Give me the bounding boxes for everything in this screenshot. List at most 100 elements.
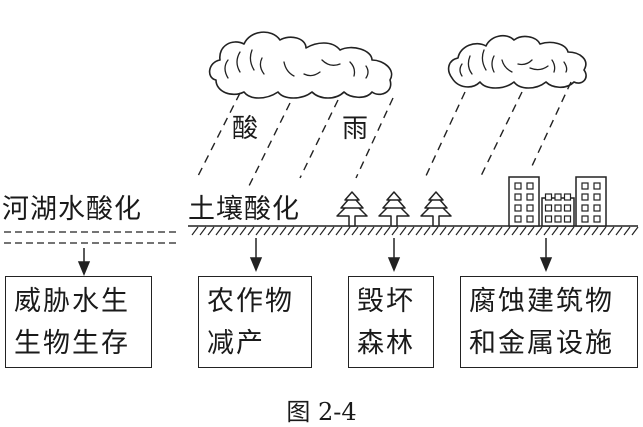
building-window	[593, 215, 601, 223]
ground-hatch-mark	[359, 226, 367, 236]
cloud-icon-right	[447, 34, 587, 89]
building-window	[526, 215, 534, 223]
ground-hatch-mark	[271, 226, 279, 236]
ground-hatch-mark	[383, 226, 391, 236]
effect-line: 和金属设施	[469, 328, 614, 359]
tree-icon	[420, 191, 452, 227]
ground-hatch-mark	[367, 226, 375, 236]
building-window	[563, 215, 572, 223]
ground-hatch-mark	[615, 226, 623, 236]
effect-box-forest-damage: 毁坏 森林	[348, 276, 434, 368]
building-window	[593, 182, 601, 190]
ground-hatch-mark	[583, 226, 591, 236]
ground-hatch-mark	[231, 226, 239, 236]
effect-box-crop-yield: 农作物 减产	[198, 276, 312, 368]
ground-hatch-mark	[303, 226, 311, 236]
ground-hatch-mark	[375, 226, 383, 236]
effect-box-corrosion: 腐蚀建筑物 和金属设施	[460, 276, 638, 368]
ground-hatch-mark	[207, 226, 215, 236]
ground-hatch-mark	[399, 226, 407, 236]
ground-hatch-mark	[503, 226, 511, 236]
building-window	[544, 215, 553, 223]
ground-hatch-mark	[543, 226, 551, 236]
building-window	[526, 204, 534, 212]
ground-hatch-mark	[511, 226, 519, 236]
ground-hatch-mark	[463, 226, 471, 236]
effect-line: 生物生存	[14, 328, 130, 359]
effect-line: 毁坏	[357, 286, 415, 317]
ground-hatch-mark	[311, 226, 319, 236]
ground-hatch-mark	[631, 226, 639, 236]
ground-hatch-mark	[191, 226, 199, 236]
ground-hatch-mark	[527, 226, 535, 236]
building-window	[514, 215, 522, 223]
building-window	[563, 204, 572, 212]
effect-box-aquatic-life: 威胁水生 生物生存	[5, 276, 152, 368]
figure-caption: 图 2-4	[286, 398, 357, 426]
building-window	[593, 204, 601, 212]
building-icon	[575, 176, 607, 227]
ground-hatch-mark	[487, 226, 495, 236]
rain-label-acid: 酸	[232, 114, 259, 144]
building-window	[581, 204, 589, 212]
ground-hatch-mark	[551, 226, 559, 236]
ground-hatch-mark	[455, 226, 463, 236]
building-window	[526, 193, 534, 201]
ground-hatch-mark	[479, 226, 487, 236]
ground-hatch-mark	[343, 226, 351, 236]
building-window	[563, 193, 572, 201]
ground-hatch-mark	[559, 226, 567, 236]
ground-hatch-mark	[519, 226, 527, 236]
cloud-icon-left	[208, 31, 393, 99]
ground-hatch-mark	[351, 226, 359, 236]
ground-hatch-mark	[335, 226, 343, 236]
effect-line: 减产	[207, 328, 265, 359]
rain-label-rain: 雨	[342, 114, 369, 144]
building-window	[514, 193, 522, 201]
acid-rain-drops	[195, 81, 572, 191]
building-window	[581, 193, 589, 201]
ground-hatch-mark	[423, 226, 431, 236]
ground-hatch-mark	[567, 226, 575, 236]
ground-hatch-mark	[495, 226, 503, 236]
ground-hatch-mark	[215, 226, 223, 236]
ground-hatch-mark	[415, 226, 423, 236]
effect-line: 农作物	[207, 286, 294, 317]
tree-icon	[336, 191, 368, 227]
ground-hatch-mark	[255, 226, 263, 236]
ground-hatch-mark	[295, 226, 303, 236]
ground-hatch-mark	[199, 226, 207, 236]
ground-hatch-mark	[623, 226, 631, 236]
ground-hatch-mark	[575, 226, 583, 236]
ground-hatch-mark	[319, 226, 327, 236]
building-window	[581, 182, 589, 190]
building-window	[581, 215, 589, 223]
ground-hatch-mark	[471, 226, 479, 236]
building-window	[554, 215, 562, 223]
effect-line: 威胁水生	[14, 286, 130, 317]
ground-hatch-mark	[239, 226, 247, 236]
ground-hatch-mark	[447, 226, 455, 236]
ground-hatch-mark	[223, 226, 231, 236]
ground-hatch-mark	[247, 226, 255, 236]
effect-line: 腐蚀建筑物	[469, 286, 614, 317]
ground-hatch-mark	[439, 226, 447, 236]
ground-hatch-mark	[607, 226, 615, 236]
ground-hatch-mark	[599, 226, 607, 236]
ground-hatch-mark	[327, 226, 335, 236]
water-acidification-label: 河湖水酸化	[2, 194, 142, 225]
building-window	[544, 193, 553, 201]
building-window	[554, 204, 562, 212]
effect-line: 森林	[357, 328, 415, 359]
building-window	[554, 193, 562, 201]
building-window	[526, 182, 534, 190]
building-icon	[541, 193, 575, 227]
water-surface	[4, 231, 176, 244]
ground-hatch-mark	[535, 226, 543, 236]
building-window	[544, 204, 553, 212]
ground-hatch-mark	[591, 226, 599, 236]
tree-icon	[378, 191, 410, 227]
ground-hatch-mark	[263, 226, 271, 236]
building-window	[593, 193, 601, 201]
